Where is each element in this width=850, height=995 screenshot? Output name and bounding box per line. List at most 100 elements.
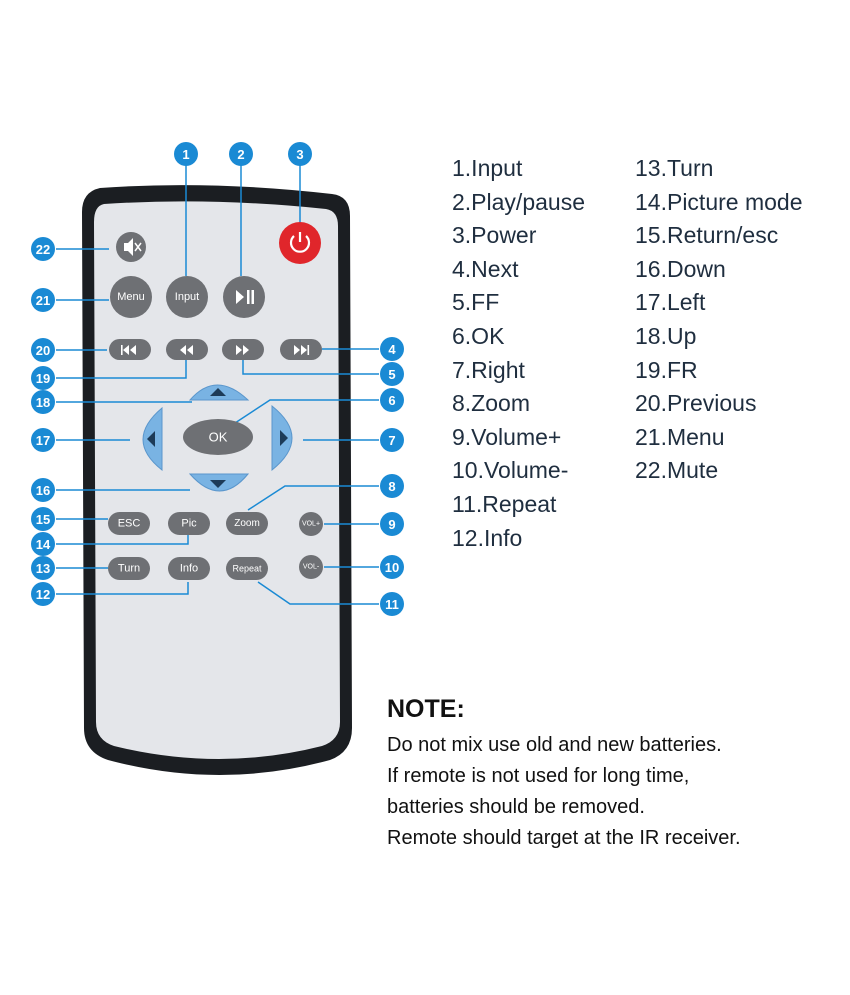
input-button[interactable]: Input [166, 276, 208, 318]
left-button[interactable] [142, 406, 163, 472]
callout-circle [31, 478, 55, 502]
turn-button-label: Turn [118, 563, 140, 575]
callout-14: 14 [31, 532, 55, 556]
info-button[interactable]: Info [168, 557, 210, 580]
legend-item: 11.Repeat [452, 490, 557, 517]
mute-button[interactable] [116, 232, 146, 262]
callout-number: 13 [36, 561, 50, 576]
legend-item: 13.Turn [635, 155, 714, 181]
callout-lines [56, 164, 379, 605]
callout-5: 5 [380, 362, 404, 386]
callout-number: 4 [388, 342, 396, 357]
legend-item: 8.Zoom [452, 390, 530, 417]
callout-circle [174, 142, 198, 166]
zoom-button-label: Zoom [234, 518, 260, 529]
callout-number: 1 [182, 147, 189, 162]
callout-circle [288, 142, 312, 166]
callout-number: 6 [388, 393, 395, 408]
menu-button[interactable]: Menu [110, 276, 152, 318]
esc-button[interactable]: ESC [108, 512, 150, 535]
callout-circle [31, 390, 55, 414]
callout-circle [380, 428, 404, 452]
callout-1: 1 [174, 142, 198, 166]
callout-number: 16 [36, 483, 50, 498]
fr-button[interactable] [166, 339, 208, 360]
callout-4: 4 [380, 337, 404, 361]
note-title: NOTE: [387, 695, 465, 723]
callout-6: 6 [380, 388, 404, 412]
down-button[interactable] [188, 473, 250, 492]
callout-9: 9 [380, 512, 404, 536]
legend-item: 20.Previous [635, 390, 757, 417]
callout-number: 7 [388, 433, 395, 448]
previous-icon [121, 345, 136, 355]
input-button-label: Input [175, 291, 199, 303]
right-button[interactable] [271, 404, 293, 472]
legend-item: 15.Return/esc [635, 222, 779, 249]
callout-circle [380, 592, 404, 616]
callout-circle [31, 507, 55, 531]
repeat-button-label: Repeat [232, 564, 262, 574]
up-button[interactable] [188, 384, 250, 401]
vol-plus-button-label: VOL+ [302, 521, 320, 528]
right-arrow-icon [280, 430, 288, 446]
vol-minus-button[interactable]: VOL- [299, 555, 323, 579]
next-button[interactable] [280, 339, 322, 360]
esc-button-label: ESC [118, 518, 141, 530]
down-arrow-icon [210, 480, 226, 488]
legend-item: 22.Mute [635, 457, 719, 484]
ok-button[interactable]: OK [183, 419, 253, 455]
callout-10: 10 [380, 555, 404, 579]
callout-number: 11 [385, 597, 399, 612]
callout-number: 9 [388, 517, 395, 532]
callout-15: 15 [31, 507, 55, 531]
legend-item: 6.OK [452, 322, 505, 349]
callout-12: 12 [31, 582, 55, 606]
legend-item: 17.Left [635, 289, 706, 316]
up-arrow-icon [210, 388, 226, 396]
zoom-button[interactable]: Zoom [226, 512, 268, 535]
callout-number: 10 [385, 560, 399, 575]
previous-button[interactable] [109, 339, 151, 360]
callout-number: 3 [296, 147, 303, 162]
vol-plus-button[interactable]: VOL+ [299, 512, 323, 536]
play-pause-button[interactable] [223, 276, 265, 318]
legend-column-2: 13.Turn 14.Picture mode 15.Return/esc 16… [635, 152, 802, 488]
callout-7: 7 [380, 428, 404, 452]
legend-item: 12.Info [452, 524, 523, 551]
callout-circle [31, 556, 55, 580]
power-button[interactable] [279, 222, 321, 264]
callout-8: 8 [380, 474, 404, 498]
note-block: NOTE: Do not mix use old and new batteri… [387, 695, 741, 854]
callout-number: 14 [36, 537, 51, 552]
callout-circle [380, 362, 404, 386]
note-line: Do not mix use old and new batteries. [387, 734, 722, 756]
callout-number: 20 [36, 343, 50, 358]
repeat-button[interactable]: Repeat [226, 557, 268, 580]
callout-number: 18 [36, 395, 50, 410]
callout-circle [31, 428, 55, 452]
callout-circle [380, 388, 404, 412]
callout-circle [229, 142, 253, 166]
turn-button[interactable]: Turn [108, 557, 150, 580]
callout-18: 18 [31, 390, 55, 414]
callout-circle [31, 338, 55, 362]
fast-forward-icon [236, 345, 249, 355]
left-arrow-icon [147, 431, 155, 447]
legend-item: 5.FF [452, 289, 500, 316]
legend-item: 18.Up [635, 322, 697, 349]
ff-button[interactable] [222, 339, 264, 360]
legend-item: 10.Volume- [452, 457, 569, 484]
pic-button[interactable]: Pic [168, 512, 210, 535]
note-line: Remote should target at the IR receiver. [387, 827, 741, 849]
pic-button-label: Pic [181, 518, 197, 530]
legend-item: 14.Picture mode [635, 188, 803, 215]
callout-20: 20 [31, 338, 55, 362]
callout-number: 22 [36, 242, 50, 257]
note-line: If remote is not used for long time, [387, 765, 690, 787]
power-icon [289, 235, 311, 253]
callout-circle [31, 288, 55, 312]
callout-21: 21 [31, 288, 55, 312]
callout-3: 3 [288, 142, 312, 166]
